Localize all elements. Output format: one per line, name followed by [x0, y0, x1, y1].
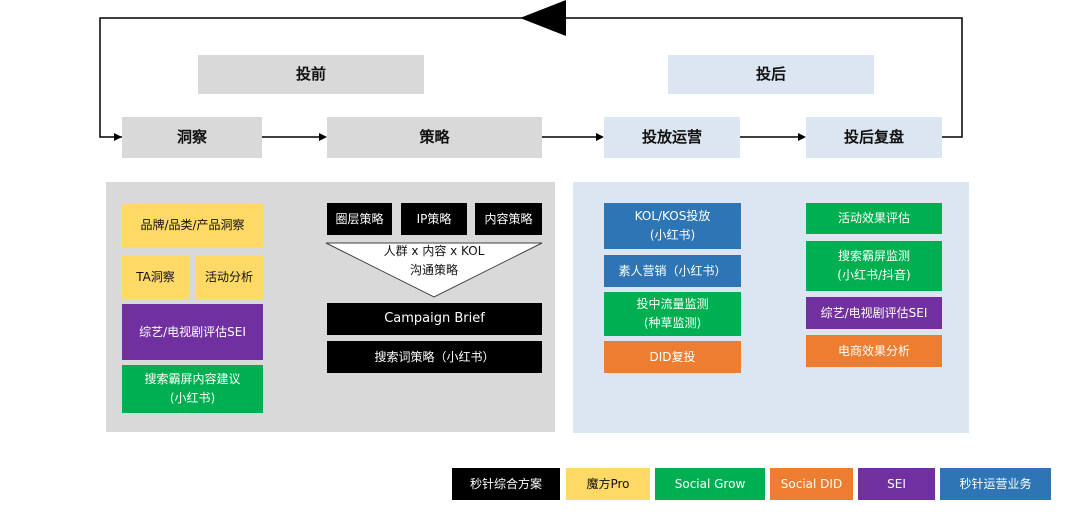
sei-review-box: 综艺/电视剧评估SEI	[806, 297, 942, 329]
funnel-shape	[325, 242, 543, 298]
phase-pre-label: 投前	[295, 64, 326, 83]
sei-evaluation-box: 综艺/电视剧评估SEI	[122, 304, 263, 360]
ecommerce-analysis-box: 电商效果分析	[806, 335, 942, 367]
funnel-sublabel: 沟通策略	[409, 263, 458, 277]
content-strategy-box: 内容策略	[475, 203, 542, 235]
kol-delivery-box: KOL/KOS投放 (小红书)	[604, 203, 741, 249]
legend-label-sei: SEI	[887, 476, 906, 491]
ta-insight-label: TA洞察	[136, 270, 175, 285]
koc-marketing-label: 素人营销（小红书）	[618, 263, 727, 278]
brand-insight-label: 品牌/品类/产品洞察	[140, 218, 245, 233]
sei-evaluation-label: 综艺/电视剧评估SEI	[139, 324, 246, 339]
search-monitor-label: 搜索霸屏监测	[837, 249, 910, 264]
arrow-operation-to-review-head	[798, 133, 806, 141]
traffic-monitor-sublabel: (种草监测)	[643, 316, 702, 330]
legend-item-social-grow: Social Grow	[655, 468, 765, 500]
search-suggestion-sublabel: (小红书)	[169, 391, 216, 405]
legend-item-social-did: Social DID	[770, 468, 853, 500]
ip-strategy-label: IP策略	[416, 211, 452, 226]
legend-label-social-grow: Social Grow	[674, 476, 746, 491]
ecommerce-analysis-label: 电商效果分析	[837, 343, 910, 358]
search-monitor-box: 搜索霸屏监测 (小红书/抖音)	[806, 241, 942, 291]
phase-post-label: 投后	[755, 64, 786, 83]
traffic-monitor-label: 投中流量监测	[636, 297, 709, 312]
keyword-strategy-box: 搜索词策略（小红书）	[327, 341, 542, 373]
step-review-label: 投后复盘	[843, 127, 904, 146]
legend-label-miaozhen-solution: 秒针综合方案	[469, 476, 542, 491]
koc-marketing-box: 素人营销（小红书）	[604, 255, 741, 287]
circle-strategy-box: 圈层策略	[327, 203, 392, 235]
phase-post-header: 投后	[668, 55, 874, 94]
kol-delivery-sublabel: (小红书)	[649, 228, 696, 242]
ta-insight-box: TA洞察	[122, 256, 189, 299]
phase-pre-header: 投前	[198, 55, 424, 94]
legend-item-sei: SEI	[858, 468, 935, 500]
step-strategy: 策略	[327, 117, 542, 158]
funnel-label: 人群 x 内容 x KOL	[383, 243, 485, 258]
step-review: 投后复盘	[806, 117, 942, 158]
arrow-strategy-to-operation-head	[596, 133, 604, 141]
arrow-insight-to-strategy-head	[319, 133, 327, 141]
circle-strategy-label: 圈层策略	[335, 211, 384, 226]
did-reinvest-label: DID复投	[649, 349, 696, 364]
step-strategy-label: 策略	[419, 127, 450, 146]
traffic-monitor-box: 投中流量监测 (种草监测)	[604, 292, 741, 336]
ip-strategy-box: IP策略	[401, 203, 467, 235]
activity-analysis-box: 活动分析	[195, 256, 263, 299]
legend-label-operation-service: 秒针运营业务	[959, 476, 1032, 491]
step-operation-label: 投放运营	[641, 127, 702, 146]
step-insight-label: 洞察	[176, 127, 207, 146]
funnel-text: 人群 x 内容 x KOL 沟通策略	[364, 243, 504, 279]
activity-eval-label: 活动效果评估	[837, 211, 910, 226]
step-operation: 投放运营	[604, 117, 740, 158]
search-suggestion-label: 搜索霸屏内容建议	[144, 372, 241, 387]
brand-insight-box: 品牌/品类/产品洞察	[122, 203, 263, 248]
activity-eval-box: 活动效果评估	[806, 203, 942, 234]
did-reinvest-box: DID复投	[604, 341, 741, 373]
legend-item-operation-service: 秒针运营业务	[940, 468, 1051, 500]
legend-label-social-did: Social DID	[780, 476, 843, 491]
kol-delivery-label: KOL/KOS投放	[634, 209, 711, 224]
search-suggestion-box: 搜索霸屏内容建议 (小红书)	[122, 365, 263, 413]
loop-entry-arrowhead	[114, 133, 122, 141]
legend-item-mofang-pro: 魔方Pro	[566, 468, 650, 500]
campaign-brief-box: Campaign Brief	[327, 303, 542, 335]
legend-item-miaozhen-solution: 秒针综合方案	[452, 468, 560, 500]
feedback-loop-arrowhead	[520, 0, 566, 36]
search-monitor-sublabel: (小红书/抖音)	[837, 268, 911, 282]
step-insight: 洞察	[122, 117, 262, 158]
sei-review-label: 综艺/电视剧评估SEI	[820, 305, 928, 320]
legend-label-mofang-pro: 魔方Pro	[586, 476, 630, 491]
campaign-brief-label: Campaign Brief	[384, 310, 485, 326]
keyword-strategy-label: 搜索词策略（小红书）	[374, 349, 495, 364]
content-strategy-label: 内容策略	[484, 211, 533, 226]
activity-analysis-label: 活动分析	[204, 270, 253, 285]
